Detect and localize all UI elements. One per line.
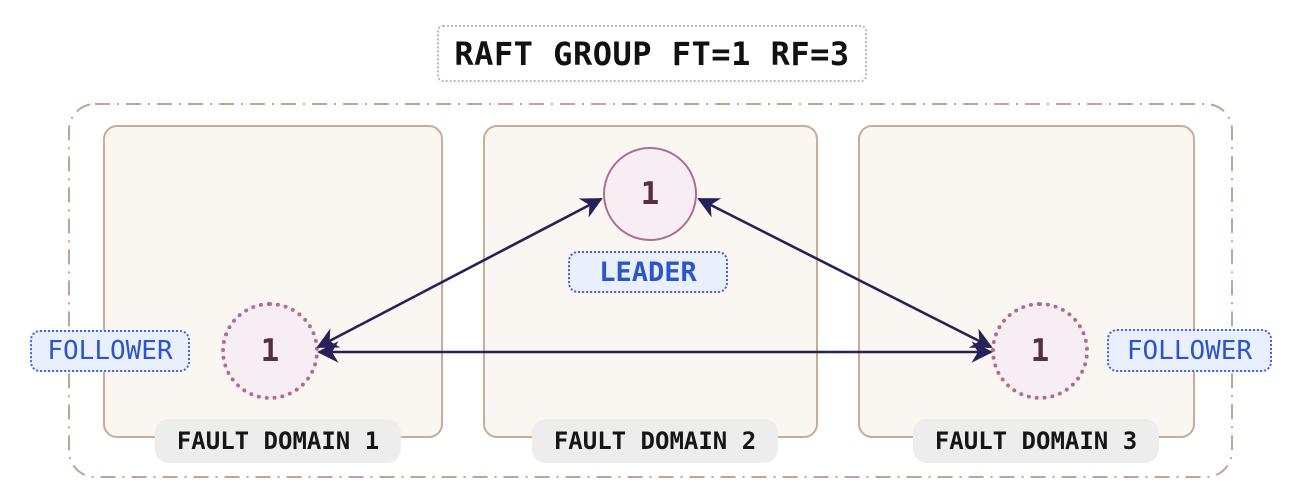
leader-node: 1 (603, 147, 697, 241)
raft-group-title-box: RAFT GROUP FT=1 RF=3 (437, 25, 867, 82)
raft-group-title: RAFT GROUP FT=1 RF=3 (454, 34, 850, 73)
fault-domain-2-label: FAULT DOMAIN 2 (531, 419, 779, 463)
follower-node-right: 1 (991, 302, 1089, 400)
follower-node-left: 1 (221, 302, 319, 400)
follower-node-right-value: 1 (1030, 333, 1050, 369)
follower-role-badge-right: FOLLOWER (1107, 329, 1272, 372)
leader-role-badge: LEADER (568, 251, 728, 293)
fault-domain-3-label: FAULT DOMAIN 3 (912, 419, 1160, 463)
leader-node-value: 1 (640, 176, 660, 212)
fault-domain-1-label: FAULT DOMAIN 1 (154, 419, 402, 463)
follower-role-badge-left: FOLLOWER (30, 330, 190, 372)
follower-node-left-value: 1 (260, 333, 280, 369)
